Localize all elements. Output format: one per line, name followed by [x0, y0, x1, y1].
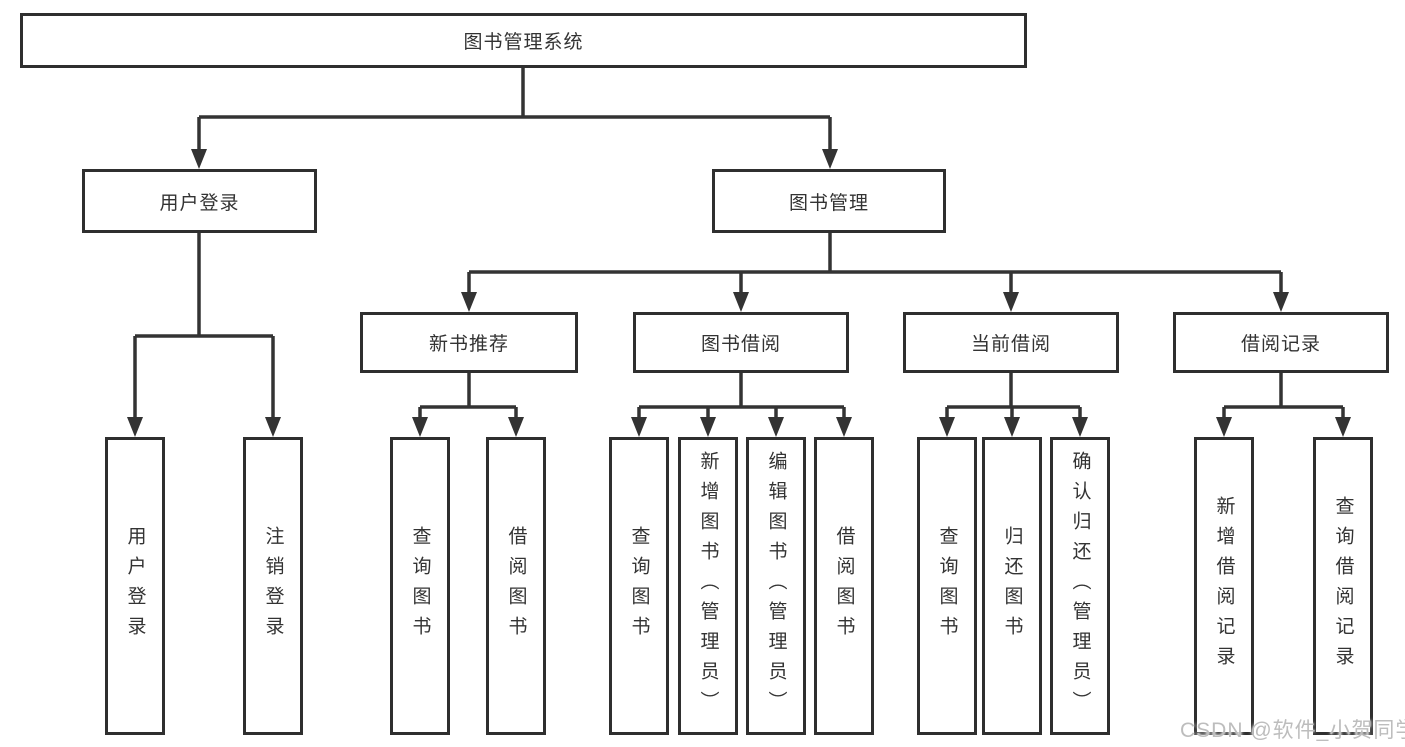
leaf-add-borrow-record: 新增借阅记录	[1194, 437, 1254, 735]
node-label: 图书管理	[788, 192, 869, 214]
node-new-book-recommend: 新书推荐	[360, 312, 578, 373]
node-label: 用户登录	[159, 192, 240, 214]
leaf-logout: 注销登录	[243, 437, 303, 735]
leaf-add-books-admin: 新增图书（管理员）	[678, 437, 738, 735]
node-label: 查询图书	[409, 526, 431, 646]
node-label: 查询借阅记录	[1332, 496, 1354, 676]
node-label: 新增借阅记录	[1213, 496, 1235, 676]
leaf-user-login: 用户登录	[105, 437, 165, 735]
node-borrowing-records: 借阅记录	[1173, 312, 1389, 373]
node-book-borrowing: 图书借阅	[633, 312, 849, 373]
leaf-query-borrow-record: 查询借阅记录	[1313, 437, 1373, 735]
leaf-borrow-books: 借阅图书	[814, 437, 874, 735]
node-label: 注销登录	[262, 526, 284, 646]
node-label: 查询图书	[936, 526, 958, 646]
node-label: 编辑图书（管理员）	[765, 451, 787, 721]
node-label: 查询图书	[628, 526, 650, 646]
leaf-edit-books-admin: 编辑图书（管理员）	[746, 437, 806, 735]
node-label: 新增图书（管理员）	[697, 451, 719, 721]
node-user-login: 用户登录	[82, 169, 317, 233]
leaf-query-books-recommend: 查询图书	[390, 437, 450, 735]
node-label: 借阅记录	[1240, 334, 1321, 355]
node-label: 用户登录	[124, 526, 146, 646]
leaf-return-books: 归还图书	[982, 437, 1042, 735]
leaf-borrow-books-recommend: 借阅图书	[486, 437, 546, 735]
node-label: 借阅图书	[505, 526, 527, 646]
csdn-watermark: CSDN @软件_小贺同学	[1180, 719, 1405, 742]
leaf-confirm-return-admin: 确认归还（管理员）	[1050, 437, 1110, 735]
node-current-borrowing: 当前借阅	[903, 312, 1119, 373]
node-label: 当前借阅	[970, 334, 1051, 355]
node-label: 图书借阅	[700, 334, 781, 355]
node-label: 借阅图书	[833, 526, 855, 646]
node-label: 归还图书	[1001, 526, 1023, 646]
node-label: 确认归还（管理员）	[1069, 451, 1091, 721]
node-label: 新书推荐	[428, 334, 509, 355]
leaf-query-books-current: 查询图书	[917, 437, 977, 735]
leaf-query-books-borrowing: 查询图书	[609, 437, 669, 735]
node-root-library-system: 图书管理系统	[20, 13, 1027, 68]
node-book-management: 图书管理	[712, 169, 946, 233]
node-label: 图书管理系统	[463, 32, 584, 53]
